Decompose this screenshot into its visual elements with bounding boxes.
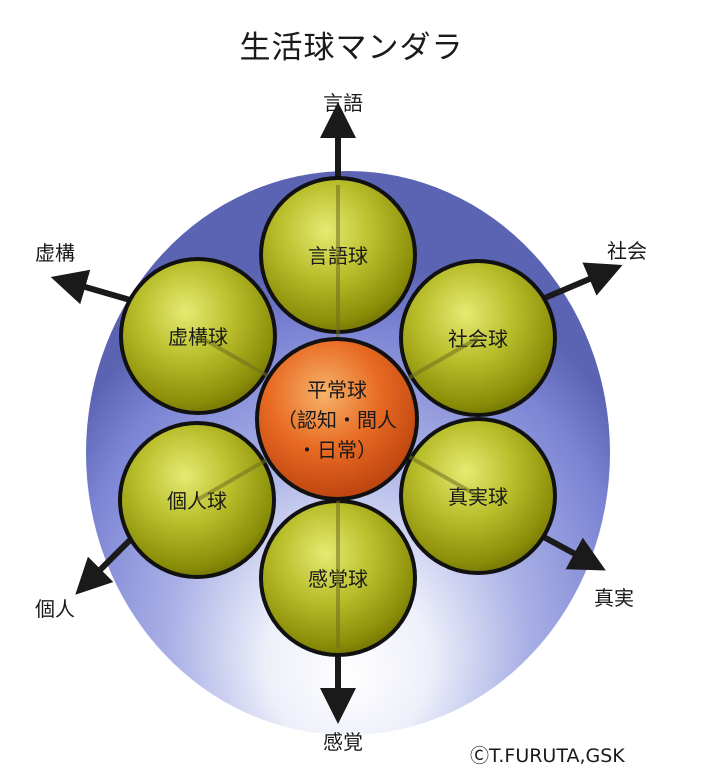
individual-sphere-label: 個人球 xyxy=(167,489,227,513)
truth-axis-arrow xyxy=(538,532,606,571)
fiction-axis-label: 虚構 xyxy=(35,241,75,265)
axis-arrows xyxy=(50,102,623,724)
center-sphere-label-2: （認知・間人 xyxy=(277,408,397,432)
center-sphere-group: 平常球 （認知・間人・日常） xyxy=(255,337,419,501)
center-sphere-label-3: ・日常） xyxy=(297,438,377,462)
language-axis-label: 言語 xyxy=(323,91,363,115)
society-axis-label: 社会 xyxy=(607,239,647,263)
truth-axis-label: 真実 xyxy=(594,586,634,610)
center-sphere xyxy=(255,337,419,501)
truth-sphere-label: 真実球 xyxy=(448,485,508,509)
copyright-notice: ⒸT.FURUTA,GSK xyxy=(470,745,625,767)
individual-axis-label: 個人 xyxy=(35,597,75,621)
society-axis-arrow xyxy=(538,262,623,303)
center-sphere-label-1: 平常球 xyxy=(307,378,367,402)
sense-axis-label: 感覚 xyxy=(323,730,363,754)
fiction-axis-arrow xyxy=(50,269,131,305)
individual-axis-arrow xyxy=(75,537,133,595)
diagram-title: 生活球マンダラ xyxy=(239,30,464,66)
